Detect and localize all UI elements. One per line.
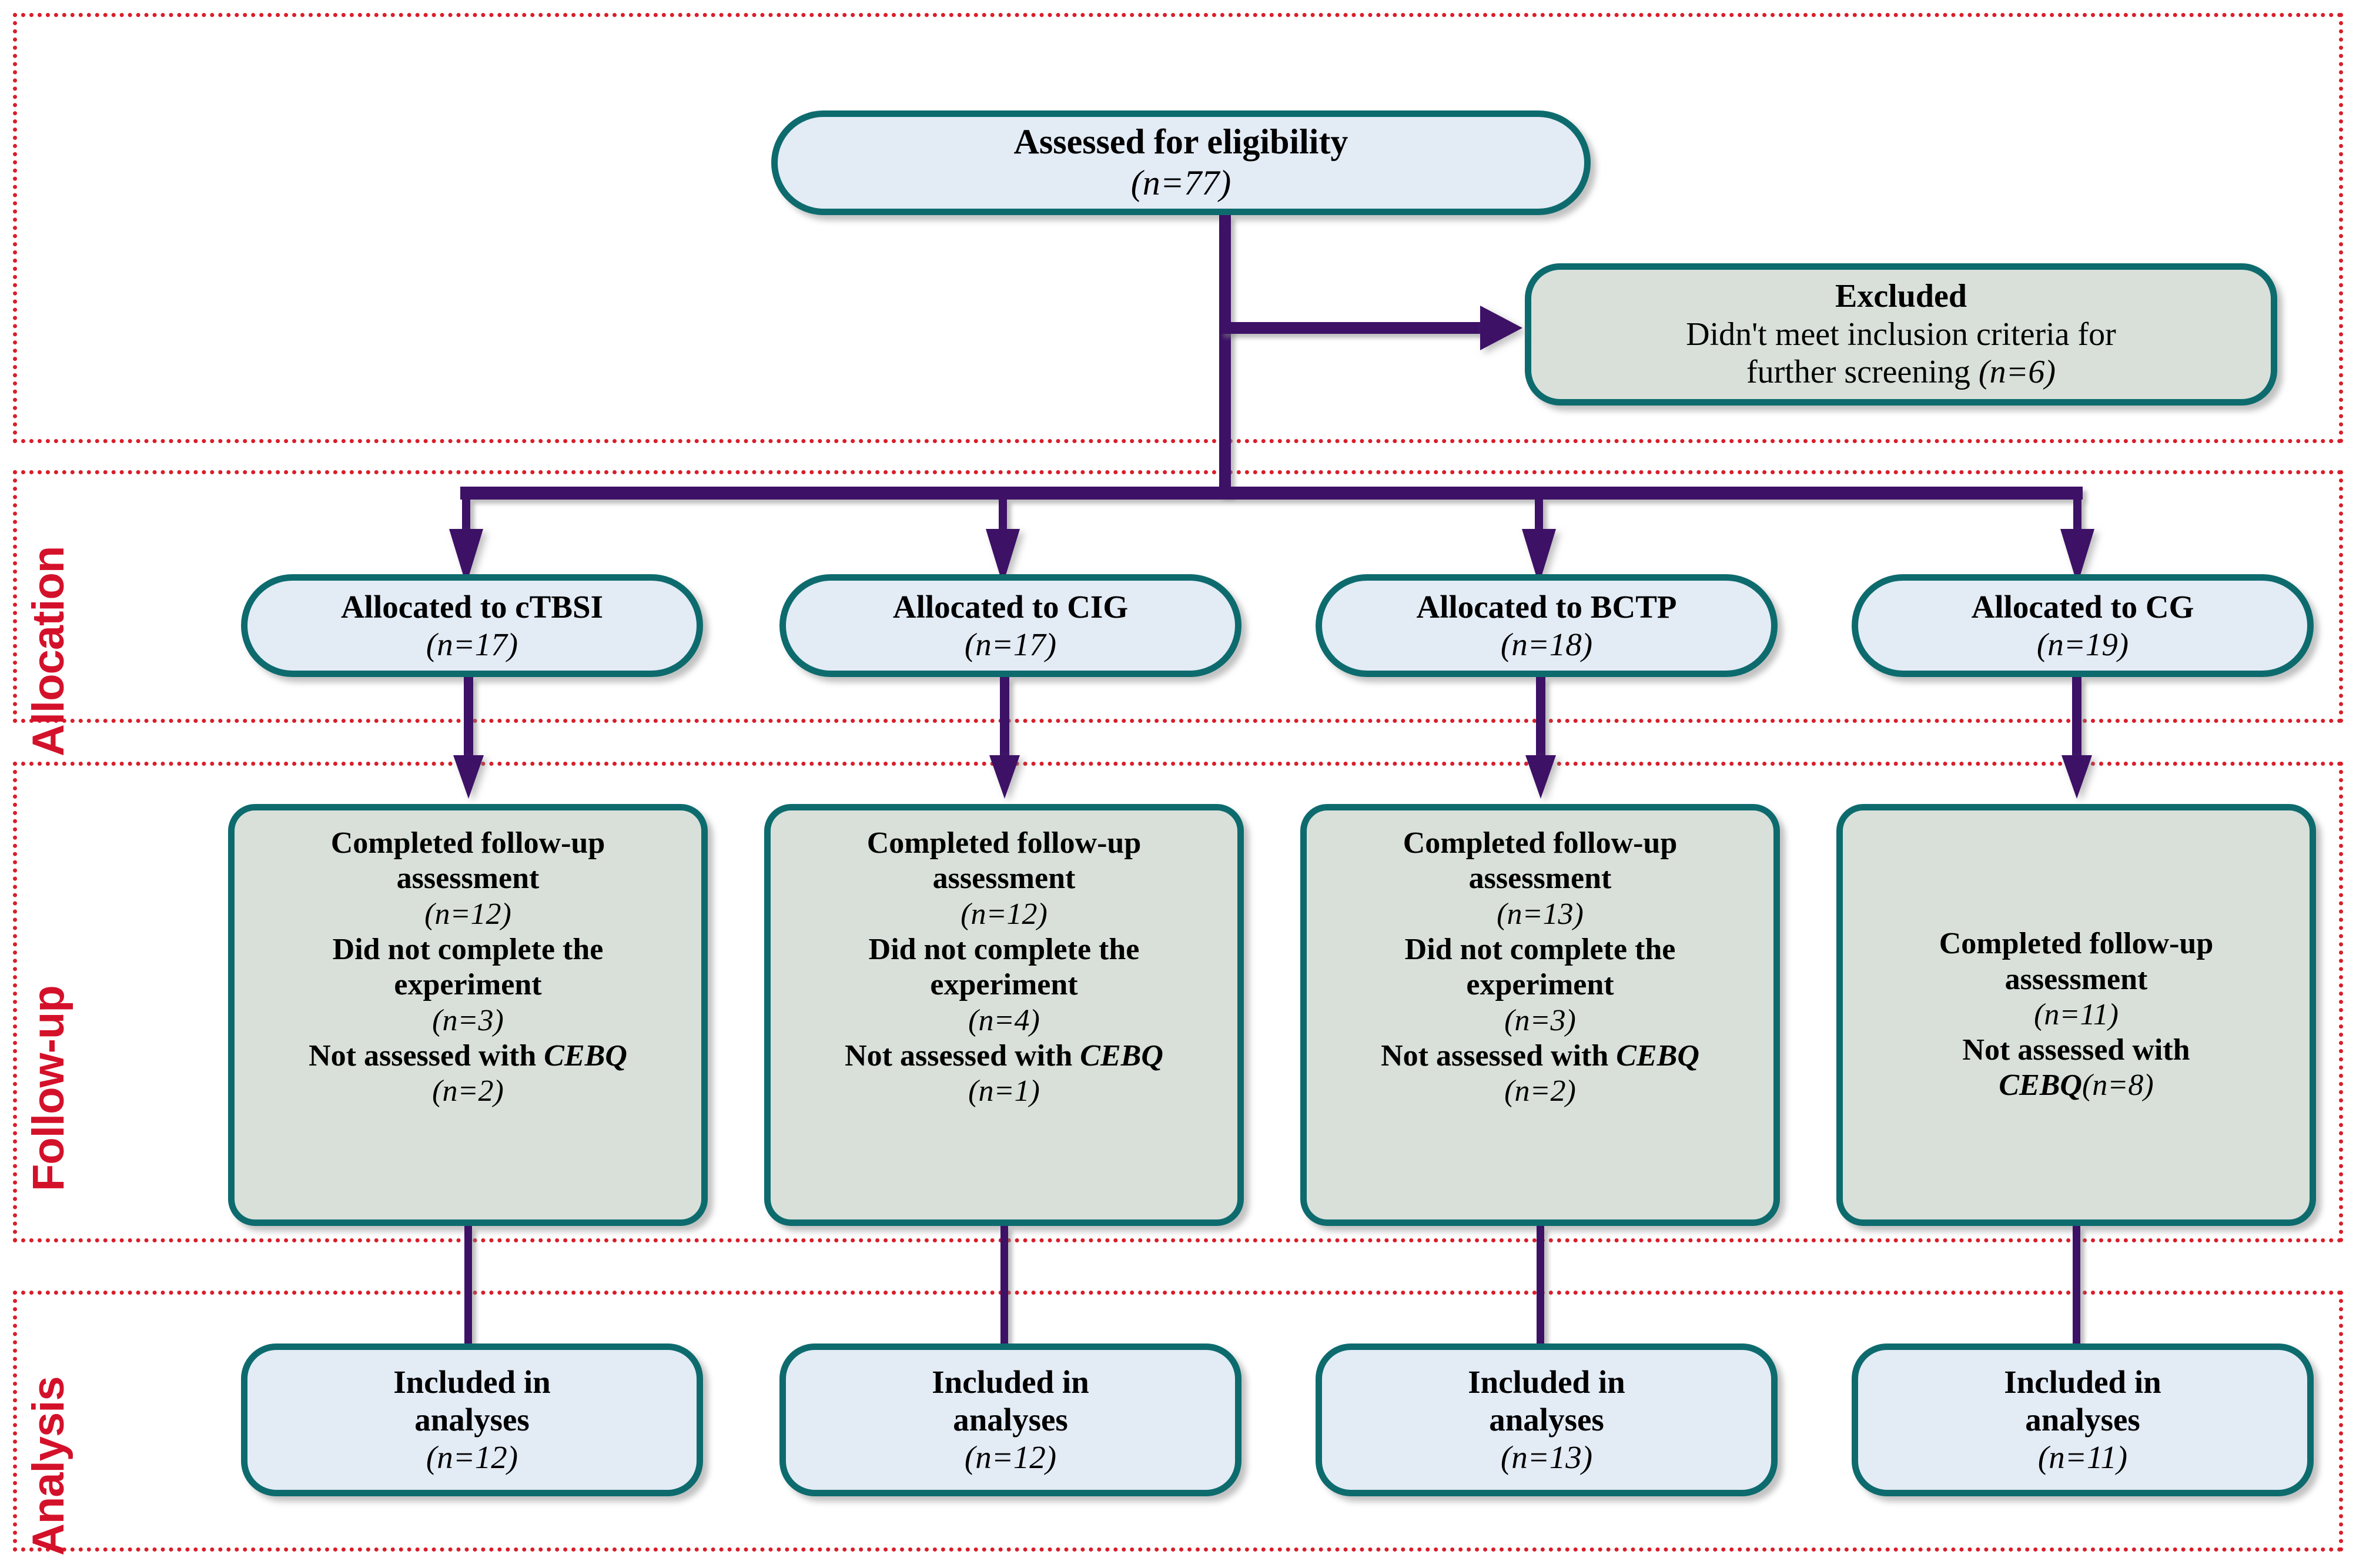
node-followup-2: Completed follow-up assessment (n=12) Di… <box>764 804 1244 1226</box>
followup-notassessed-2: Not assessed with CEBQ <box>781 1038 1227 1074</box>
analysis-count-2: (n=12) <box>964 1439 1057 1475</box>
node-followup-3: Completed follow-up assessment (n=13) Di… <box>1300 804 1780 1226</box>
followup-completed-n-2: (n=12) <box>961 897 1048 931</box>
analysis-count-3: (n=13) <box>1500 1439 1593 1475</box>
followup-instrument-1: CEBQ <box>544 1038 627 1073</box>
followup-instrument-2: CEBQ <box>1080 1038 1163 1073</box>
followup-dropout-l2-2: experiment <box>930 968 1078 1002</box>
followup-dropout-n-3: (n=3) <box>1504 1003 1576 1037</box>
allocated-title-3: Allocated to BCTP <box>1416 588 1677 625</box>
followup-dropout-l1-3: Did not complete the <box>1404 932 1676 966</box>
connector-stem-enrollment <box>1219 215 1231 496</box>
connector-to-excluded <box>1219 322 1484 334</box>
assessed-title: Assessed for eligibility <box>1013 122 1348 162</box>
analysis-label-l1-1: Included in <box>393 1364 551 1401</box>
node-analysis-2: Included in analyses (n=12) <box>779 1343 1241 1496</box>
followup-instrument-3: CEBQ <box>1616 1038 1699 1073</box>
band-allocation <box>13 470 2343 723</box>
excluded-reason-line-1: Didn't meet inclusion criteria for <box>1686 316 2116 353</box>
node-followup-4: Completed follow-up assessment (n=11) No… <box>1836 804 2316 1226</box>
excluded-title: Excluded <box>1835 277 1967 314</box>
node-allocated-1: Allocated to cTBSI (n=17) <box>241 574 703 677</box>
analysis-count-1: (n=12) <box>426 1439 518 1475</box>
followup-completed-l2-3: assessment <box>1468 862 1612 896</box>
excluded-count: (n=6) <box>1978 354 2056 391</box>
band-enrollment <box>13 13 2343 443</box>
analysis-label-l1-3: Included in <box>1468 1364 1625 1401</box>
node-allocated-4: Allocated to CG (n=19) <box>1852 574 2314 677</box>
node-analysis-4: Included in analyses (n=11) <box>1852 1343 2314 1496</box>
analysis-label-l2-2: analyses <box>953 1402 1068 1438</box>
node-followup-1: Completed follow-up assessment (n=12) Di… <box>228 804 708 1226</box>
phase-label-analysis: Analysis <box>24 1376 73 1556</box>
followup-completed-l1-4: Completed follow-up <box>1939 927 2214 961</box>
followup-dropout-l2-3: experiment <box>1466 968 1614 1002</box>
node-allocated-3: Allocated to BCTP (n=18) <box>1316 574 1778 677</box>
followup-notassessed-line-4: CEBQ(n=8) <box>1853 1068 2299 1103</box>
followup-notassessed-text-3: Not assessed with <box>1381 1038 1617 1073</box>
followup-dropout-l2-1: experiment <box>394 968 542 1002</box>
allocated-count-2: (n=17) <box>964 626 1057 662</box>
arrowhead-to-excluded <box>1480 306 1522 350</box>
node-analysis-3: Included in analyses (n=13) <box>1316 1343 1778 1496</box>
node-allocated-2: Allocated to CIG (n=17) <box>779 574 1241 677</box>
band-followup <box>13 762 2343 1242</box>
arrowhead-followup-1 <box>453 755 484 799</box>
followup-notassessed-n-4: (n=8) <box>2081 1068 2154 1103</box>
connector-alloc-to-followup-3 <box>1536 677 1545 765</box>
excluded-reason-text: further screening <box>1746 354 1979 391</box>
allocated-title-2: Allocated to CIG <box>892 588 1129 625</box>
followup-completed-l2-2: assessment <box>932 862 1076 896</box>
followup-notassessed-3: Not assessed with CEBQ <box>1317 1038 1763 1074</box>
connector-alloc-to-followup-4 <box>2072 677 2081 765</box>
band-analysis <box>13 1291 2343 1552</box>
connector-alloc-to-followup-2 <box>1000 677 1009 765</box>
connector-allocation-busbar <box>460 487 2083 500</box>
connector-alloc-to-followup-1 <box>464 677 473 765</box>
analysis-count-4: (n=11) <box>2037 1439 2128 1475</box>
followup-dropout-n-1: (n=3) <box>432 1003 504 1037</box>
followup-completed-l1-2: Completed follow-up <box>866 826 1142 860</box>
followup-notassessed-n-3: (n=2) <box>1504 1074 1576 1108</box>
arrowhead-followup-3 <box>1525 755 1556 799</box>
arrowhead-followup-4 <box>2062 755 2092 799</box>
followup-notassessed-text-2: Not assessed with <box>845 1038 1080 1073</box>
assessed-count: (n=77) <box>1130 163 1231 202</box>
analysis-label-l2-3: analyses <box>1489 1402 1604 1438</box>
allocated-count-3: (n=18) <box>1500 626 1593 662</box>
analysis-label-l2-1: analyses <box>414 1402 530 1438</box>
phase-label-allocation: Allocation <box>24 546 73 756</box>
followup-notassessed-text-1: Not assessed with <box>309 1038 544 1073</box>
allocated-count-1: (n=17) <box>426 626 518 662</box>
allocated-title-4: Allocated to CG <box>1971 588 2194 625</box>
followup-completed-n-4: (n=11) <box>2034 997 2119 1031</box>
followup-notassessed-4: Not assessed with <box>1962 1033 2190 1067</box>
node-assessed-for-eligibility: Assessed for eligibility (n=77) <box>771 110 1591 215</box>
allocated-count-4: (n=19) <box>2036 626 2129 662</box>
followup-completed-n-3: (n=13) <box>1497 897 1584 931</box>
followup-completed-l2-1: assessment <box>396 862 540 896</box>
analysis-label-l1-2: Included in <box>932 1364 1089 1401</box>
followup-notassessed-n-2: (n=1) <box>968 1074 1040 1108</box>
excluded-reason-line-2: further screening (n=6) <box>1542 353 2260 391</box>
followup-completed-l1-1: Completed follow-up <box>330 826 605 860</box>
arrowhead-followup-2 <box>989 755 1020 799</box>
node-excluded: Excluded Didn't meet inclusion criteria … <box>1525 263 2277 406</box>
followup-completed-l2-4: assessment <box>2004 962 2148 996</box>
analysis-label-l1-4: Included in <box>2004 1364 2161 1401</box>
phase-label-followup: Follow-up <box>24 986 73 1191</box>
followup-instrument-4: CEBQ <box>1999 1068 2082 1103</box>
followup-completed-l1-3: Completed follow-up <box>1403 826 1678 860</box>
followup-dropout-l1-2: Did not complete the <box>868 932 1140 966</box>
analysis-label-l2-4: analyses <box>2025 1402 2140 1438</box>
followup-dropout-n-2: (n=4) <box>968 1003 1040 1037</box>
followup-notassessed-1: Not assessed with CEBQ <box>245 1038 691 1074</box>
followup-dropout-l1-1: Did not complete the <box>332 932 604 966</box>
node-analysis-1: Included in analyses (n=12) <box>241 1343 703 1496</box>
followup-completed-n-1: (n=12) <box>424 897 511 931</box>
allocated-title-1: Allocated to cTBSI <box>340 588 604 625</box>
followup-notassessed-n-1: (n=2) <box>432 1074 504 1108</box>
